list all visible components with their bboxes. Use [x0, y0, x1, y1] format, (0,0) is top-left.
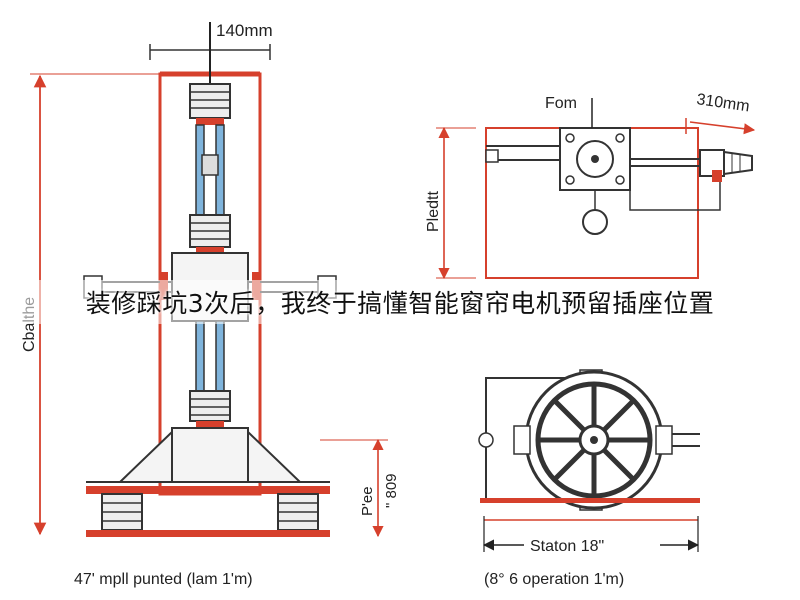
right-lower-vertical-label-2: " 809: [383, 473, 400, 508]
bottom-right-caption: (8° 6 operation 1'm): [484, 571, 624, 588]
upper-spring: [189, 83, 231, 125]
station-width-label: Staton 18": [530, 538, 604, 555]
left-bottom-caption: 47' mpll punted (lam 1'm): [74, 571, 253, 588]
top-width-label: 140mm: [216, 21, 273, 40]
right-top-width-label: 310mm: [695, 91, 750, 115]
wheel-station-diagram: Staton 18" (8° 6 operation 1'm): [478, 369, 700, 588]
motor-box-diagram: Fom 310mm Pledtt: [425, 91, 756, 280]
form-label: Fom: [545, 95, 577, 112]
plead-vertical-label: Pledtt: [425, 191, 442, 232]
headline-caption: 装修踩坑3次后，我终于搞懂智能窗帘电机预留插座位置: [0, 280, 800, 324]
right-lower-vertical-label-1: P'ee: [359, 486, 376, 516]
